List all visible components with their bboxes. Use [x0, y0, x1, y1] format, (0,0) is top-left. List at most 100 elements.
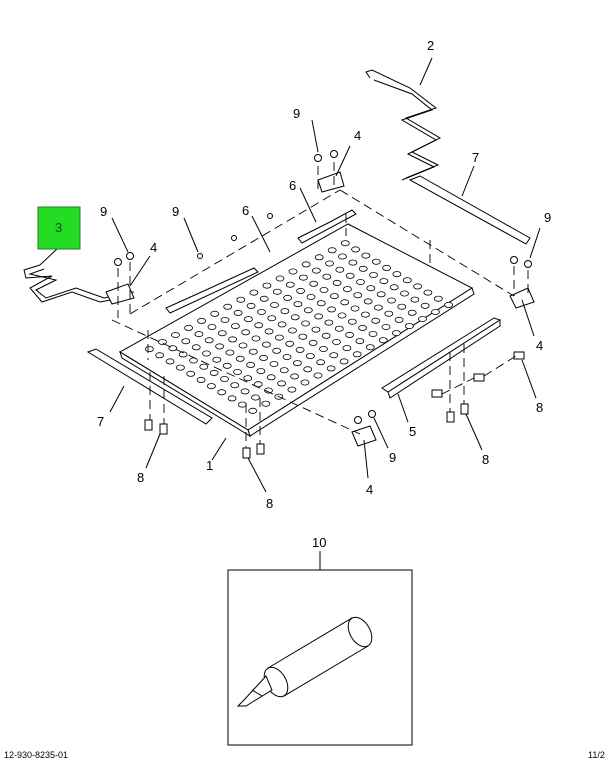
perforation-hole [378, 337, 388, 344]
slide-rail-left [165, 215, 271, 314]
perforation-hole [334, 325, 344, 332]
callout-9-right: 9 [544, 210, 551, 225]
bolts [144, 351, 537, 493]
perforation-hole [277, 321, 287, 328]
callout-9-top: 9 [293, 106, 300, 121]
perforation-hole [371, 258, 381, 265]
floor-pan [119, 223, 475, 461]
perforation-hole [171, 331, 180, 338]
perforation-hole [290, 373, 300, 380]
sealant-tube-box [227, 551, 413, 746]
footer-date: 11/2 [588, 750, 605, 760]
bracket-left [105, 255, 151, 305]
perforation-hole [209, 369, 219, 376]
perforation-hole [186, 370, 196, 377]
perforation-hole [353, 292, 363, 299]
callout-4-right: 4 [536, 338, 543, 353]
perforation-hole [352, 351, 362, 358]
perforation-hole [233, 309, 243, 316]
perforation-hole [217, 330, 227, 337]
perforation-hole [243, 375, 253, 382]
perforation-hole [248, 407, 258, 414]
perforation-hole [389, 284, 399, 291]
perforation-hole [272, 347, 282, 354]
callout-9-left1: 9 [100, 204, 107, 219]
callout-4-left: 4 [150, 240, 157, 255]
perforation-hole [280, 308, 290, 315]
perforation-hole [181, 338, 191, 345]
callout-8-mid: 8 [482, 452, 489, 467]
perforation-hole [220, 375, 229, 382]
perforation-hole [267, 315, 277, 322]
perforation-hole [366, 285, 376, 292]
perforation-hole [342, 286, 352, 293]
perforation-hole [356, 278, 365, 285]
perforation-hole [222, 362, 232, 369]
perforation-hole [248, 348, 258, 355]
perforation-hole [230, 382, 240, 389]
perforation-hole [329, 293, 339, 300]
wire-rod-upper [365, 57, 442, 181]
perforation-hole [311, 326, 321, 333]
perforation-hole [144, 346, 154, 353]
perforation-hole [316, 359, 326, 366]
slide-rail-top [297, 187, 357, 244]
perforation-hole [410, 296, 420, 303]
callout-5: 5 [409, 424, 416, 439]
perforation-hole [246, 361, 256, 368]
perforation-hole [261, 341, 271, 348]
perforation-hole [199, 363, 209, 370]
perforation-hole [206, 383, 216, 390]
perforation-hole [404, 323, 414, 330]
perforation-holes [144, 240, 454, 414]
perforation-hole [251, 335, 261, 342]
perforation-hole [215, 343, 225, 350]
perforation-hole [266, 374, 276, 381]
perforation-hole [371, 317, 381, 324]
perforation-hole [325, 260, 334, 267]
perforation-hole [402, 277, 412, 284]
perforation-hole [363, 298, 373, 305]
perforation-hole [158, 338, 167, 345]
perforation-hole [309, 280, 319, 287]
perforation-hole [314, 254, 324, 261]
perforation-hole [270, 301, 279, 308]
perforation-hole [301, 261, 311, 268]
perforation-hole [220, 316, 230, 323]
perforation-hole [279, 367, 289, 374]
callout-9-left2: 9 [172, 204, 179, 219]
assembly-lines [111, 162, 529, 448]
perforation-hole [225, 349, 235, 356]
perforation-hole [381, 323, 391, 330]
perforation-hole [314, 313, 324, 320]
bracket-top [317, 145, 351, 193]
callout-6-left: 6 [242, 203, 249, 218]
perforation-hole [376, 291, 386, 298]
perforation-hole [238, 342, 248, 349]
perforation-hole [391, 330, 401, 337]
perforation-hole [347, 318, 357, 325]
perforation-hole [327, 306, 337, 313]
perforation-hole [332, 338, 341, 345]
perforation-hole [207, 323, 217, 330]
perforation-hole [264, 328, 274, 335]
perforation-hole [329, 352, 339, 359]
perforation-hole [288, 327, 297, 334]
perforation-hole [223, 303, 233, 310]
perforation-hole [243, 316, 253, 323]
perforation-hole [433, 295, 443, 302]
perforation-hole [246, 302, 256, 309]
perforation-hole [384, 310, 394, 317]
perforation-hole [261, 400, 271, 407]
perforation-hole [379, 278, 389, 285]
perforation-hole [165, 358, 175, 365]
perforation-hole [327, 247, 337, 254]
perforation-hole [313, 372, 323, 379]
highlight-box-item-3[interactable] [37, 206, 81, 250]
perforation-hole [210, 310, 220, 317]
perforation-hole [337, 312, 347, 319]
perforation-hole [290, 314, 300, 321]
callout-10: 10 [312, 535, 326, 550]
wire-rod-left [23, 247, 135, 303]
perforation-hole [420, 302, 430, 309]
